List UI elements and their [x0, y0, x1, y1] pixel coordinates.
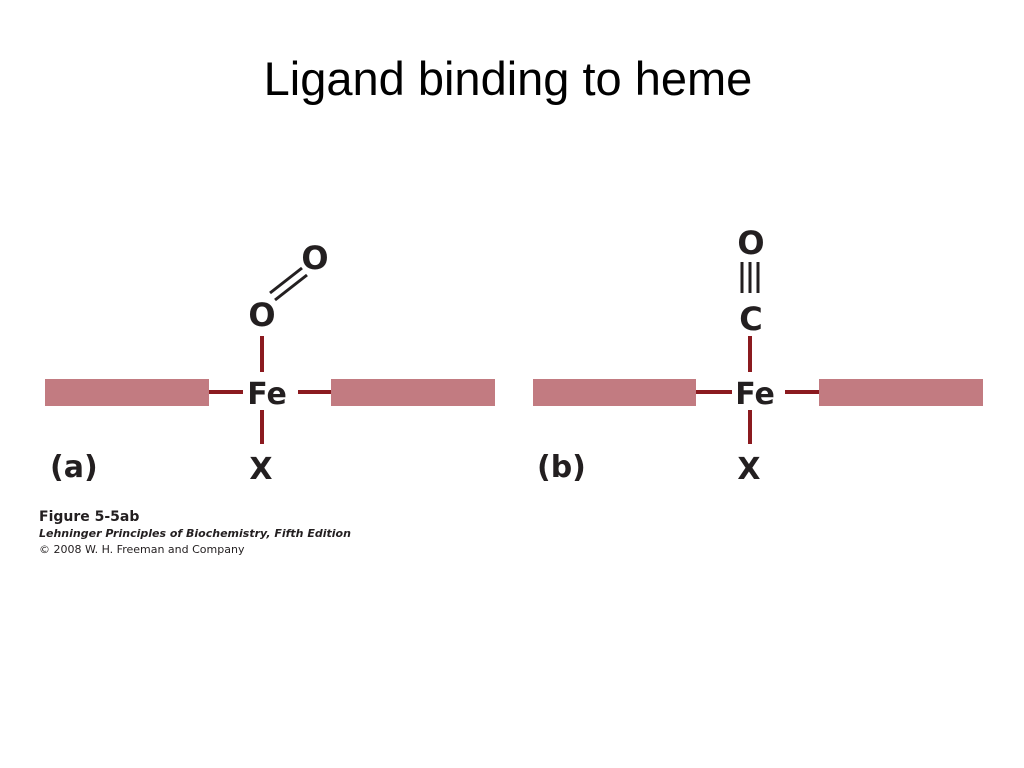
- atom-fe-b: Fe: [735, 377, 775, 412]
- book-title: Lehninger Principles of Biochemistry, Fi…: [39, 527, 351, 540]
- atom-o-distal-b: O: [737, 224, 764, 262]
- heme-plane-right-b: [819, 379, 983, 406]
- double-bond-line-1: [269, 266, 303, 295]
- heme-plane-left-a: [45, 379, 209, 406]
- panel-label-a: (a): [50, 450, 98, 485]
- atom-fe-a: Fe: [247, 377, 287, 412]
- panel-label-b: (b): [537, 450, 586, 485]
- atom-o-bound-a: O: [248, 296, 275, 334]
- copyright-notice: © 2008 W. H. Freeman and Company: [39, 543, 245, 556]
- panel-a: Fe O O X (a): [45, 239, 495, 487]
- double-bond-line-2: [274, 273, 308, 302]
- slide-title: Ligand binding to heme: [263, 52, 753, 105]
- figure-caption: Figure 5-5ab Lehninger Principles of Bio…: [39, 508, 351, 558]
- heme-plane-left-b: [533, 379, 696, 406]
- heme-plane-right-a: [331, 379, 495, 406]
- figure-number: Figure 5-5ab: [39, 509, 140, 525]
- atom-o-distal-a: O: [301, 239, 328, 277]
- atom-c-bound-b: C: [739, 300, 762, 338]
- atom-x-b: X: [737, 452, 760, 487]
- panel-b: Fe C O X (b): [533, 224, 983, 487]
- atom-x-a: X: [249, 452, 272, 487]
